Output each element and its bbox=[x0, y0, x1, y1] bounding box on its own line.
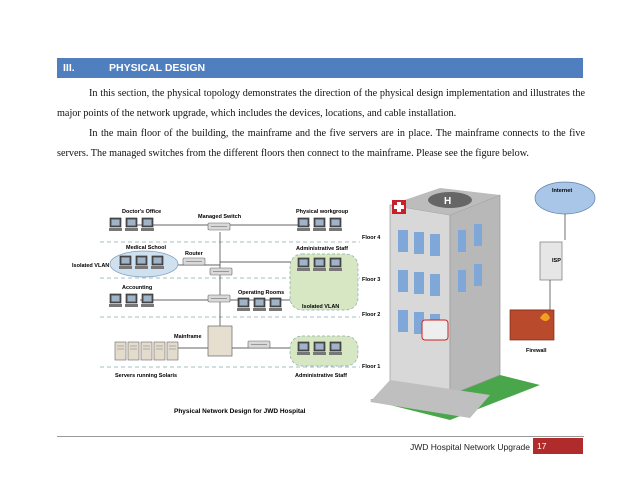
doctors-office-label: Doctor's Office bbox=[122, 209, 161, 215]
administrative-staff-top-label: Administrative Staff bbox=[296, 246, 348, 252]
medical-school-label: Medical School bbox=[126, 245, 167, 251]
footer-divider bbox=[57, 436, 584, 437]
paragraph-1-text: In this section, the physical topology d… bbox=[57, 88, 585, 119]
isolated-vlan-right-label: Isolated VLAN bbox=[302, 304, 339, 310]
managed-switch-label: Managed Switch bbox=[198, 214, 242, 220]
paragraph-2: In the main floor of the building, the m… bbox=[57, 124, 585, 164]
floor3-label: Floor 3 bbox=[362, 277, 380, 283]
paragraph-2-text: In the main floor of the building, the m… bbox=[57, 128, 585, 159]
servers-label: Servers running Solaris bbox=[115, 373, 177, 379]
footer-title: JWD Hospital Network Upgrade bbox=[410, 442, 530, 452]
managed-switch-icon bbox=[207, 222, 231, 231]
operating-rooms-label: Operating Rooms bbox=[238, 290, 284, 296]
router-label: Router bbox=[185, 251, 204, 257]
firewall-label: Firewall bbox=[526, 348, 547, 354]
isolated-vlan-left-label: Isolated VLAN bbox=[72, 263, 109, 269]
administrative-staff-top-pcs bbox=[296, 257, 343, 272]
servers-icons bbox=[114, 341, 179, 361]
administrative-staff-bottom-pcs bbox=[296, 341, 343, 356]
mainframe-icon bbox=[207, 325, 233, 357]
paragraph-1: In this section, the physical topology d… bbox=[57, 84, 585, 124]
doctors-office-pcs bbox=[108, 217, 155, 232]
isp-icon bbox=[539, 241, 563, 281]
medical-school-pcs bbox=[118, 255, 165, 270]
router-icon bbox=[182, 257, 206, 266]
mainframe-label: Mainframe bbox=[174, 334, 202, 340]
floor3-switch-icon bbox=[209, 267, 233, 276]
svg-text:H: H bbox=[444, 196, 451, 207]
administrative-staff-bottom-label: Administrative Staff bbox=[295, 373, 347, 379]
operating-rooms-pcs bbox=[236, 297, 283, 312]
section-number: III. bbox=[63, 62, 75, 74]
floor1-label: Floor 1 bbox=[362, 364, 380, 370]
floor2-switch-icon bbox=[207, 294, 231, 303]
page-number: 17 bbox=[533, 438, 583, 454]
floor1-switch-icon bbox=[247, 340, 271, 349]
section-heading: III. PHYSICAL DESIGN bbox=[57, 58, 583, 78]
network-diagram: Doctor's Office Managed Switch Physical … bbox=[72, 181, 596, 420]
figure-caption: Physical Network Design for JWD Hospital bbox=[174, 408, 306, 415]
internet-label: Internet bbox=[552, 188, 572, 194]
physical-workgroup-pcs bbox=[296, 217, 343, 232]
accounting-label: Accounting bbox=[122, 285, 152, 291]
hospital-building-icon: H bbox=[370, 188, 540, 420]
floor4-label: Floor 4 bbox=[362, 235, 381, 241]
physical-workgroup-label: Physical workgroup bbox=[296, 209, 349, 215]
internet-cloud-icon bbox=[534, 181, 596, 215]
isp-label: ISP bbox=[552, 258, 561, 264]
accounting-pcs bbox=[108, 293, 155, 308]
floor2-label: Floor 2 bbox=[362, 312, 380, 318]
section-title: PHYSICAL DESIGN bbox=[109, 62, 206, 74]
